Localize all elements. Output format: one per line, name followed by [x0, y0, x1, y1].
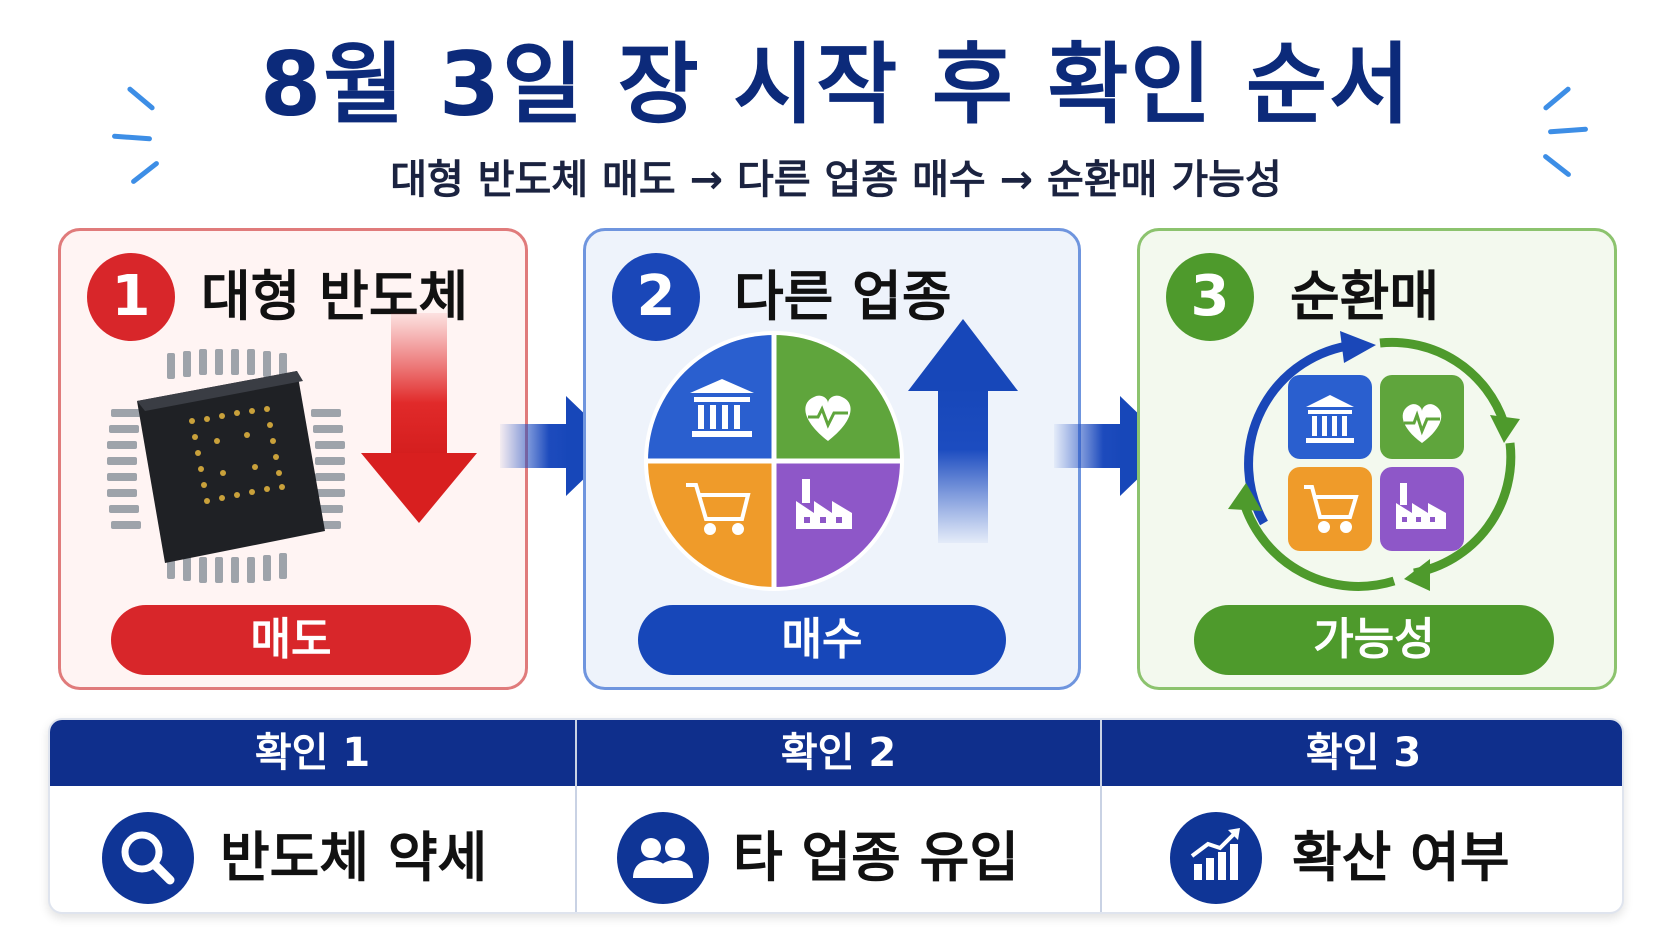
page-title: 8월 3일 장 시작 후 확인 순서 [260, 33, 1412, 136]
step-card-semiconductor: 1 대형 반도체 매도 [58, 228, 528, 690]
check-text: 타 업종 유입 [733, 826, 1019, 889]
check-text: 확산 여부 [1292, 826, 1510, 889]
step-number-badge: 3 [1166, 253, 1254, 341]
check-header: 확인 1 [254, 730, 371, 776]
check-text: 반도체 약세 [220, 826, 488, 889]
step-number-badge: 2 [612, 253, 700, 341]
search-icon [102, 812, 194, 904]
bank-icon [690, 379, 754, 437]
status-pill: 가능성 [1194, 605, 1554, 675]
status-pill: 매수 [638, 605, 1006, 675]
users-icon [617, 812, 709, 904]
heart-pulse-icon [1402, 404, 1442, 443]
check-column-1: 확인 1 반도체 약세 [50, 720, 575, 912]
check-column-3: 확인 3 확산 여부 [1100, 720, 1622, 912]
factory-icon [796, 479, 852, 529]
growth-chart-icon [1170, 812, 1262, 904]
status-pill: 매도 [111, 605, 471, 675]
check-column-2: 확인 2 타 업종 유입 [575, 720, 1100, 912]
sector-pie-icon [644, 331, 904, 591]
rotation-cycle-icon [1228, 331, 1520, 591]
arrow-up-icon [908, 319, 1018, 543]
chip-icon [107, 349, 345, 583]
check-header: 확인 3 [1305, 730, 1422, 776]
check-header: 확인 2 [780, 730, 897, 776]
step-title: 다른 업종 [734, 265, 952, 328]
check-panel: 확인 1 반도체 약세 확인 2 타 업종 유입 확인 3 [48, 718, 1624, 914]
bank-icon [1306, 395, 1354, 443]
arrow-down-icon [361, 313, 477, 523]
step-card-rotation: 3 순환매 가능성 [1137, 228, 1617, 690]
check-panel-header [50, 720, 1622, 786]
cart-icon [1304, 485, 1359, 533]
cart-icon [686, 483, 751, 535]
step-card-other-sectors: 2 다른 업종 [583, 228, 1081, 690]
heart-pulse-icon [805, 395, 851, 441]
factory-icon [1396, 483, 1446, 529]
step-number-badge: 1 [87, 253, 175, 341]
page-subtitle: 대형 반도체 매도 → 다른 업종 매수 → 순환매 가능성 [390, 157, 1282, 203]
step-title: 순환매 [1290, 265, 1440, 328]
